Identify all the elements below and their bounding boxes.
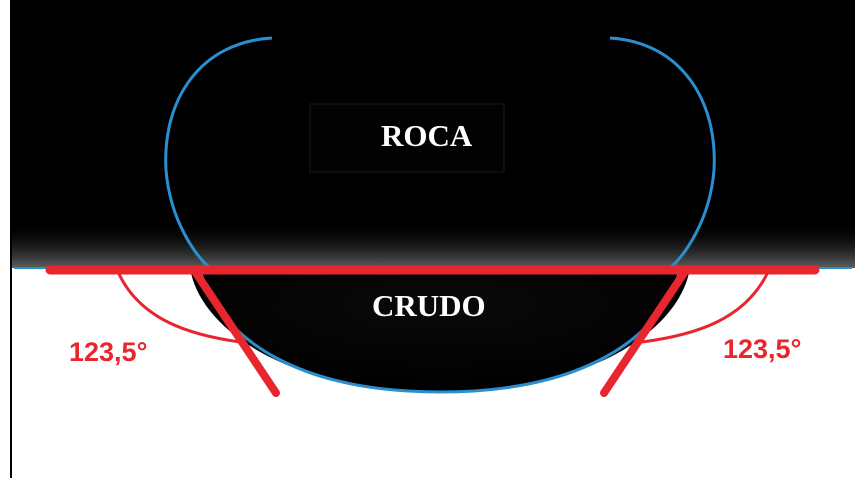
baseline-haze (12, 222, 855, 268)
top-phase-label: ROCA (381, 118, 473, 153)
angle-label-right: 123,5° (723, 334, 802, 364)
label-backdrop (309, 103, 505, 173)
droplet-outline-right (609, 36, 716, 270)
tangent-line-left (190, 266, 280, 397)
tangent-line-right (600, 266, 690, 397)
droplet-outline-left (164, 36, 273, 270)
bottom-phase-label: CRUDO (372, 288, 486, 323)
angle-label-left: 123,5° (69, 337, 148, 367)
angle-arc-right (641, 271, 770, 344)
angle-arc-left (116, 271, 241, 344)
droplet-lower-body (190, 268, 690, 392)
